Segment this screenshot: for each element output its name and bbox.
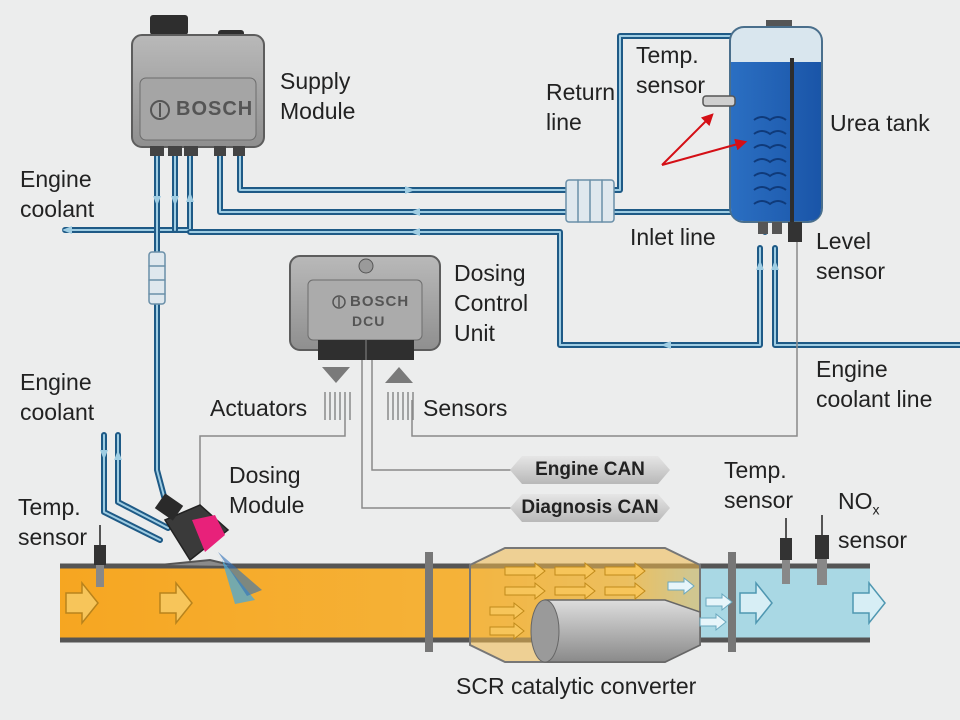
exhaust-flow-arrows xyxy=(65,580,886,626)
diagnosis-can-tag: Diagnosis CAN xyxy=(510,494,670,522)
label-actuators: Actuators xyxy=(210,395,308,421)
label-engine-coolant-top: Engine coolant xyxy=(20,166,95,222)
label-engine-coolant-line: Engine coolant line xyxy=(816,356,933,412)
dosing-control-unit xyxy=(289,255,441,360)
label-level-sensor: Level sensor xyxy=(816,228,886,284)
dcu-model: DCU xyxy=(352,313,386,329)
exhaust-temp-sensor-right xyxy=(780,518,792,584)
signal-lines xyxy=(199,240,798,509)
pipe-couplings xyxy=(148,179,615,305)
red-arrow-temp xyxy=(661,113,714,166)
pipes xyxy=(62,33,960,543)
scr-converter xyxy=(469,547,733,663)
nox-sensor xyxy=(815,515,829,585)
label-engine-coolant-left: Engine coolant xyxy=(20,369,95,425)
actuator-hatch xyxy=(324,392,351,420)
red-arrow-heater xyxy=(661,138,748,166)
label-nox-sensor: NOx sensor xyxy=(838,488,908,553)
label-supply-module: Supply Module xyxy=(280,68,356,124)
supply-module-brand: BOSCH xyxy=(176,98,254,120)
label-urea-tank: Urea tank xyxy=(830,110,930,136)
label-temp-sensor-left: Temp. sensor xyxy=(18,494,88,550)
exhaust-temp-sensor-left xyxy=(94,525,106,587)
converter-flow-arrows xyxy=(489,561,646,641)
label-scr-converter: SCR catalytic converter xyxy=(456,673,697,699)
supply-module xyxy=(131,15,265,156)
urea-tank xyxy=(702,20,823,242)
dcu-brand: BOSCH xyxy=(350,293,410,310)
label-return-line: Return line xyxy=(546,79,616,135)
actuator-signal-arrow xyxy=(322,367,350,383)
label-dosing-control-unit: Dosing Control Unit xyxy=(454,260,529,346)
label-inlet-line: Inlet line xyxy=(630,224,716,250)
engine-coolant-pipe xyxy=(62,153,960,348)
return-line-pipe xyxy=(237,33,738,193)
label-temp-sensor-tank: Temp. sensor xyxy=(636,42,706,98)
sensor-hatch xyxy=(387,392,414,420)
label-temp-sensor-right: Temp. sensor xyxy=(724,457,794,513)
tank-heater-coil xyxy=(753,116,787,206)
supply-to-dosing-pipe xyxy=(154,149,168,503)
label-sensors: Sensors xyxy=(423,395,508,421)
flow-arrows xyxy=(62,186,779,460)
label-dosing-module: Dosing Module xyxy=(229,462,305,518)
dosing-module xyxy=(154,493,262,604)
engine-can-tag: Engine CAN xyxy=(510,456,670,484)
sensor-signal-arrow xyxy=(385,367,413,383)
